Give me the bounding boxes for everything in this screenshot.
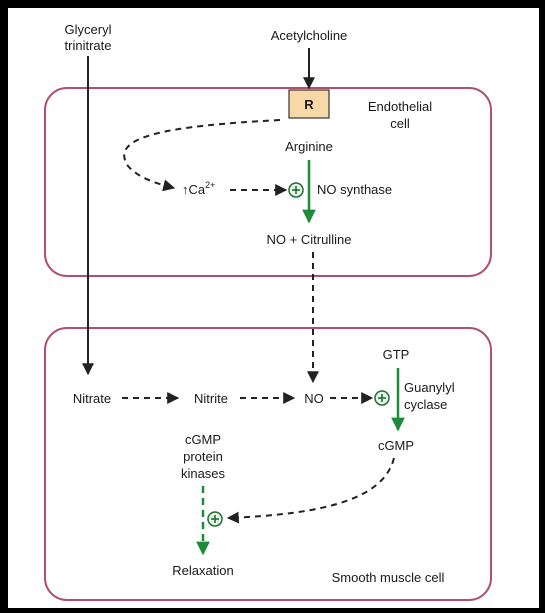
receptor-to-calcium-arrow	[123, 119, 281, 192]
plus-circle-icon	[207, 511, 223, 527]
receptor-label: R	[304, 97, 314, 112]
glyceryl-trinitrate-label-1: Glyceryl	[65, 22, 112, 37]
kinases-label-3: kinases	[181, 466, 226, 481]
no-synthase-label: NO synthase	[317, 182, 392, 197]
pathway-diagram: Glyceryl trinitrate Acetylcholine R Endo…	[44, 22, 492, 601]
guanylyl-cyclase-label-1: Guanylyl	[404, 380, 455, 395]
arginine-label: Arginine	[285, 139, 333, 154]
nitrate-label: Nitrate	[73, 391, 111, 406]
smooth-muscle-cell-box	[44, 327, 492, 601]
calcium-label: ↑Ca2+	[182, 180, 215, 197]
plus-circle-icon	[288, 182, 304, 198]
smooth-muscle-cell-label: Smooth muscle cell	[332, 570, 445, 585]
cgmp-label: cGMP	[378, 438, 414, 453]
gtp-label: GTP	[383, 347, 410, 362]
no-label: NO	[304, 391, 324, 406]
plus-circle-icon	[374, 390, 390, 406]
endothelial-cell-label-1: Endothelial	[368, 99, 432, 114]
kinases-label-1: cGMP	[185, 432, 221, 447]
glyceryl-trinitrate-label-2: trinitrate	[65, 38, 112, 53]
no-citrulline-label: NO + Citrulline	[267, 232, 352, 247]
diagram-frame: Glyceryl trinitrate Acetylcholine R Endo…	[8, 8, 539, 608]
acetylcholine-label: Acetylcholine	[271, 28, 348, 43]
cgmp-to-kinase-arrow	[226, 457, 395, 524]
kinases-label-2: protein	[183, 449, 223, 464]
guanylyl-cyclase-label-2: cyclase	[404, 397, 447, 412]
endothelial-cell-box	[44, 87, 492, 277]
receptor-box	[288, 89, 330, 119]
relaxation-label: Relaxation	[172, 563, 233, 578]
nitrite-label: Nitrite	[194, 391, 228, 406]
endothelial-cell-label-2: cell	[390, 116, 410, 131]
calcium-superscript: 2+	[205, 180, 215, 190]
calcium-text: ↑Ca	[182, 182, 206, 197]
